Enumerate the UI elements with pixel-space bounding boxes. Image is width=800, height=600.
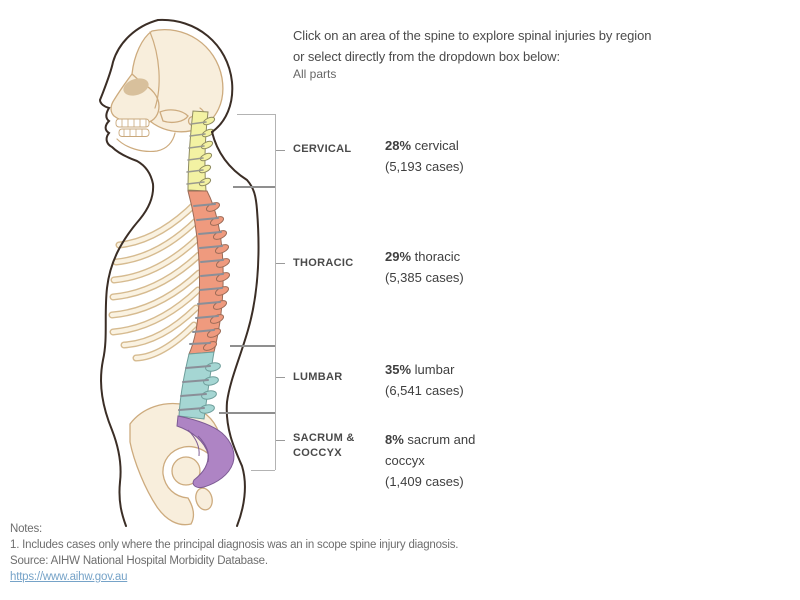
stat-thoracic: 29% thoracic (5,385 cases) xyxy=(385,246,489,288)
stat-line: 29% thoracic xyxy=(385,246,489,267)
stat-region-name: sacrum and coccyx xyxy=(385,432,476,468)
body-outline xyxy=(98,18,260,527)
stat-percent: 28% xyxy=(385,138,412,153)
stat-sacrum-coccyx: 8% sacrum and coccyx (1,409 cases) xyxy=(385,429,489,492)
eye-socket xyxy=(123,78,149,96)
spine-region-lumbar[interactable] xyxy=(178,351,221,420)
region-label-sacrum-coccyx: SACRUM & COCCYX xyxy=(293,432,355,459)
stat-region-name: lumbar xyxy=(414,362,455,377)
bracket-boundary-cervical-thoracic xyxy=(233,186,275,188)
instruction-line-1: Click on an area of the spine to explore… xyxy=(293,28,652,43)
stat-percent: 29% xyxy=(385,249,412,264)
notes-source: Source: AIHW National Hospital Morbidity… xyxy=(10,555,268,567)
bracket-boundary-thoracic-lumbar xyxy=(230,345,275,347)
bracket-tick-sacrum xyxy=(276,440,285,441)
stat-cases: (1,409 cases) xyxy=(385,474,464,489)
stat-cases: (5,193 cases) xyxy=(385,159,464,174)
notes-line-1: 1. Includes cases only where the princip… xyxy=(10,539,459,551)
stat-line: 35% lumbar xyxy=(385,359,489,380)
instruction-text: Click on an area of the spine to explore… xyxy=(293,25,723,67)
region-label-thoracic: THORACIC xyxy=(293,257,354,269)
bracket-tick-lumbar xyxy=(276,377,285,378)
notes-block: Notes: 1. Includes cases only where the … xyxy=(10,521,458,585)
stat-percent: 8% xyxy=(385,432,404,447)
bracket-tick-cervical xyxy=(276,150,285,151)
spine-region-cervical[interactable] xyxy=(186,110,216,192)
bracket-top-cap xyxy=(237,114,275,115)
notes-title: Notes: xyxy=(10,523,43,535)
instruction-line-2: or select directly from the dropdown box… xyxy=(293,49,560,64)
spine-region-thoracic[interactable] xyxy=(187,190,231,355)
region-dropdown[interactable]: All parts xyxy=(293,67,337,81)
stat-percent: 35% xyxy=(385,362,412,377)
region-label-lumbar: LUMBAR xyxy=(293,371,343,383)
bracket-tick-thoracic xyxy=(276,263,285,264)
bracket-bottom-cap xyxy=(251,470,275,471)
body-illustration xyxy=(98,18,260,527)
stat-region-name: thoracic xyxy=(414,249,461,264)
stat-cervical: 28% cervical (5,193 cases) xyxy=(385,135,489,177)
region-label-cervical: CERVICAL xyxy=(293,143,352,155)
stat-line: 28% cervical xyxy=(385,135,489,156)
stat-line: 8% sacrum and coccyx xyxy=(385,429,489,471)
teeth xyxy=(115,118,150,137)
ribs xyxy=(108,199,203,362)
source-link[interactable]: https://www.aihw.gov.au xyxy=(10,571,128,583)
stat-cases: (6,541 cases) xyxy=(385,383,464,398)
stat-lumbar: 35% lumbar (6,541 cases) xyxy=(385,359,489,401)
skull xyxy=(110,29,224,153)
stat-region-name: cervical xyxy=(414,138,459,153)
bracket-boundary-lumbar-sacrum xyxy=(219,412,275,414)
spine-region-sacrum-coccyx[interactable] xyxy=(176,415,235,488)
bracket-vertical-line xyxy=(275,114,276,470)
stat-cases: (5,385 cases) xyxy=(385,270,464,285)
